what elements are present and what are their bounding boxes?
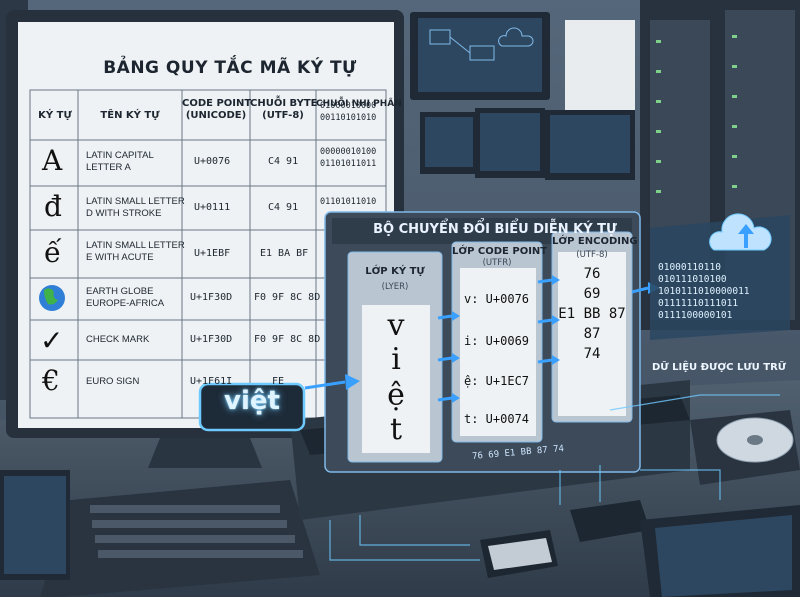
enc-byte: 87 — [583, 326, 601, 342]
header-char: KÝ TỰ — [38, 110, 72, 121]
circuit-traces — [329, 394, 780, 561]
table-title: BẢNG QUY TẮC MÃ KÝ TỰ — [103, 58, 357, 78]
row-code: U+0111 — [194, 202, 231, 213]
row-char: € — [42, 364, 60, 397]
char-layer-sub: (LYER) — [381, 282, 409, 292]
code-point-item: t: U+0074 — [464, 412, 530, 426]
enc-byte: 74 — [583, 346, 601, 362]
disc-drive — [690, 410, 800, 485]
row-char: ✓ — [40, 324, 64, 357]
row-bytes: E1 BA BF — [260, 248, 309, 259]
code-layer-sub: (UTFR) — [482, 258, 512, 268]
row-code: U+0076 — [194, 156, 231, 167]
row-bytes: C4 91 — [268, 202, 299, 213]
char-layer-char: t — [389, 412, 403, 447]
row-bytes: F0 9F 8C 8D — [254, 334, 321, 345]
row-code: U+1F61I — [190, 376, 233, 387]
converter-title: BỘ CHUYỂN ĐỔI BIỂU DIỄN KÝ TỰ — [373, 222, 617, 237]
row-code: U+1F30D — [190, 292, 233, 303]
enc-layer-title: LỚP ENCODING — [552, 236, 638, 247]
storage-label: DỮ LIỆU ĐƯỢC LƯU TRỮ — [652, 362, 787, 373]
globe-icon — [39, 285, 65, 311]
storage-binary: 01000110110 010111010100 101011101000001… — [658, 262, 750, 321]
code-layer-title: LỚP CODE POINT — [452, 246, 548, 257]
header-bytes: CHUỖI BYTE(UTF-8) — [250, 98, 318, 121]
row-code: U+1EBF — [194, 248, 231, 259]
row-char: A — [42, 144, 63, 177]
row-char: đ — [44, 190, 62, 223]
header-name: TÊN KÝ TỰ — [100, 110, 160, 121]
code-point-item: ệ: U+1EC7 — [464, 374, 530, 388]
row-name: EURO SIGN — [86, 376, 140, 387]
enc-layer-sub: (UTF-8) — [576, 250, 608, 260]
enc-byte: E1 BB 87 — [558, 306, 626, 322]
row-bytes: F0 9F 8C 8D — [254, 292, 321, 303]
back-monitors — [410, 12, 635, 180]
char-layer-title: LỚP KÝ TỰ — [365, 266, 425, 277]
storage-panel — [650, 213, 790, 340]
char-layer-char: i — [391, 342, 401, 377]
row-bytes: FE — [272, 376, 285, 387]
row-bytes: C4 91 — [268, 156, 299, 167]
code-point-item: i: U+0069 — [464, 334, 530, 348]
chip — [480, 500, 650, 578]
header-code: CODE POINT(UNICODE) — [182, 98, 252, 121]
enc-byte: 69 — [583, 286, 601, 302]
input-glow-box — [198, 382, 306, 432]
enc-byte: 76 — [583, 266, 601, 282]
table-grid — [29, 89, 387, 419]
input-word: việt — [224, 386, 280, 416]
row-char: ế — [44, 236, 62, 269]
row-name: CHECK MARK — [86, 334, 150, 345]
row-binary: 01101011010 — [320, 197, 377, 207]
char-layer-char: v — [387, 308, 405, 343]
row-code: U+1F30D — [190, 334, 233, 345]
header-binary: CHUỖI NHỊ PHÂN — [316, 99, 402, 109]
code-point-item: v: U+0076 — [464, 292, 530, 306]
char-layer-char: ệ — [387, 378, 405, 413]
converter-device — [290, 211, 690, 520]
